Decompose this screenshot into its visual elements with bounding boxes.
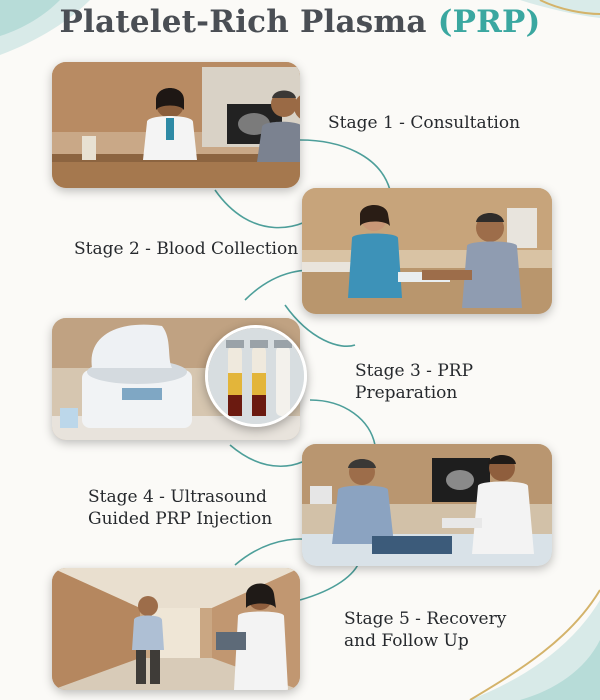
stage-2-photo xyxy=(302,188,552,314)
stage-3-label-line-2: Preparation xyxy=(355,383,458,403)
stage-2-label: Stage 2 - Blood Collection xyxy=(74,238,298,260)
stage-1-label: Stage 1 - Consultation xyxy=(328,112,520,134)
prp-tubes-inset xyxy=(205,325,307,427)
stage-3-label-line-1: Stage 3 - PRP xyxy=(355,361,474,381)
title-main: Platelet-Rich Plasma xyxy=(59,4,427,40)
stage-1-photo xyxy=(52,62,300,188)
stage-2-label-line-1: Stage 2 - Blood Collection xyxy=(74,239,299,259)
stage-5-photo xyxy=(52,568,300,690)
stage-4-label-line-1: Stage 4 - Ultrasound xyxy=(88,487,267,507)
stage-5-label-line-1: Stage 5 - Recovery xyxy=(344,609,507,629)
stage-5-label-line-2: and Follow Up xyxy=(344,631,469,651)
stage-4-label: Stage 4 - Ultrasound Guided PRP Injectio… xyxy=(88,486,272,530)
page-title: Platelet-Rich Plasma (PRP) xyxy=(0,4,600,40)
stage-4-label-line-2: Guided PRP Injection xyxy=(88,509,273,529)
stage-3-label: Stage 3 - PRP Preparation xyxy=(355,360,473,404)
stage-4-photo xyxy=(302,444,552,566)
stage-1-label-line-1: Stage 1 - Consultation xyxy=(328,113,521,133)
title-accent: (PRP) xyxy=(437,4,541,40)
stage-5-label: Stage 5 - Recovery and Follow Up xyxy=(344,608,506,652)
